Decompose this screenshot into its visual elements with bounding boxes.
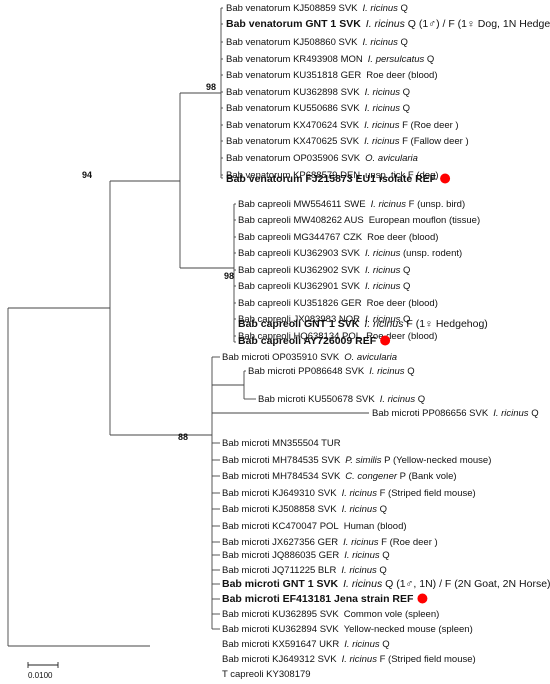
taxon-label: Bab venatorum FJ215873 EU1 isolate REF xyxy=(226,173,437,185)
reference-marker xyxy=(380,335,391,346)
taxon-label: Bab capreoli AY726009 REF xyxy=(238,335,377,347)
taxon-label: Bab microti EF413181 Jena strain REF xyxy=(222,593,414,605)
support-values: 98 94 98 88 xyxy=(82,82,234,442)
scale-bar-label: 0.0100 xyxy=(28,671,53,680)
support-value: 98 xyxy=(224,271,234,281)
reference-marker xyxy=(417,593,428,604)
taxon-label: Bab microti MN355504 TUR xyxy=(222,438,341,449)
support-value: 88 xyxy=(178,432,188,442)
tree-branches xyxy=(7,7,369,647)
support-value: 94 xyxy=(82,170,92,180)
reference-marker xyxy=(440,173,451,184)
taxon-label: T capreoli KY308179 xyxy=(222,669,311,680)
scale-bar: 0.0100 xyxy=(27,662,59,680)
support-value: 98 xyxy=(206,82,216,92)
